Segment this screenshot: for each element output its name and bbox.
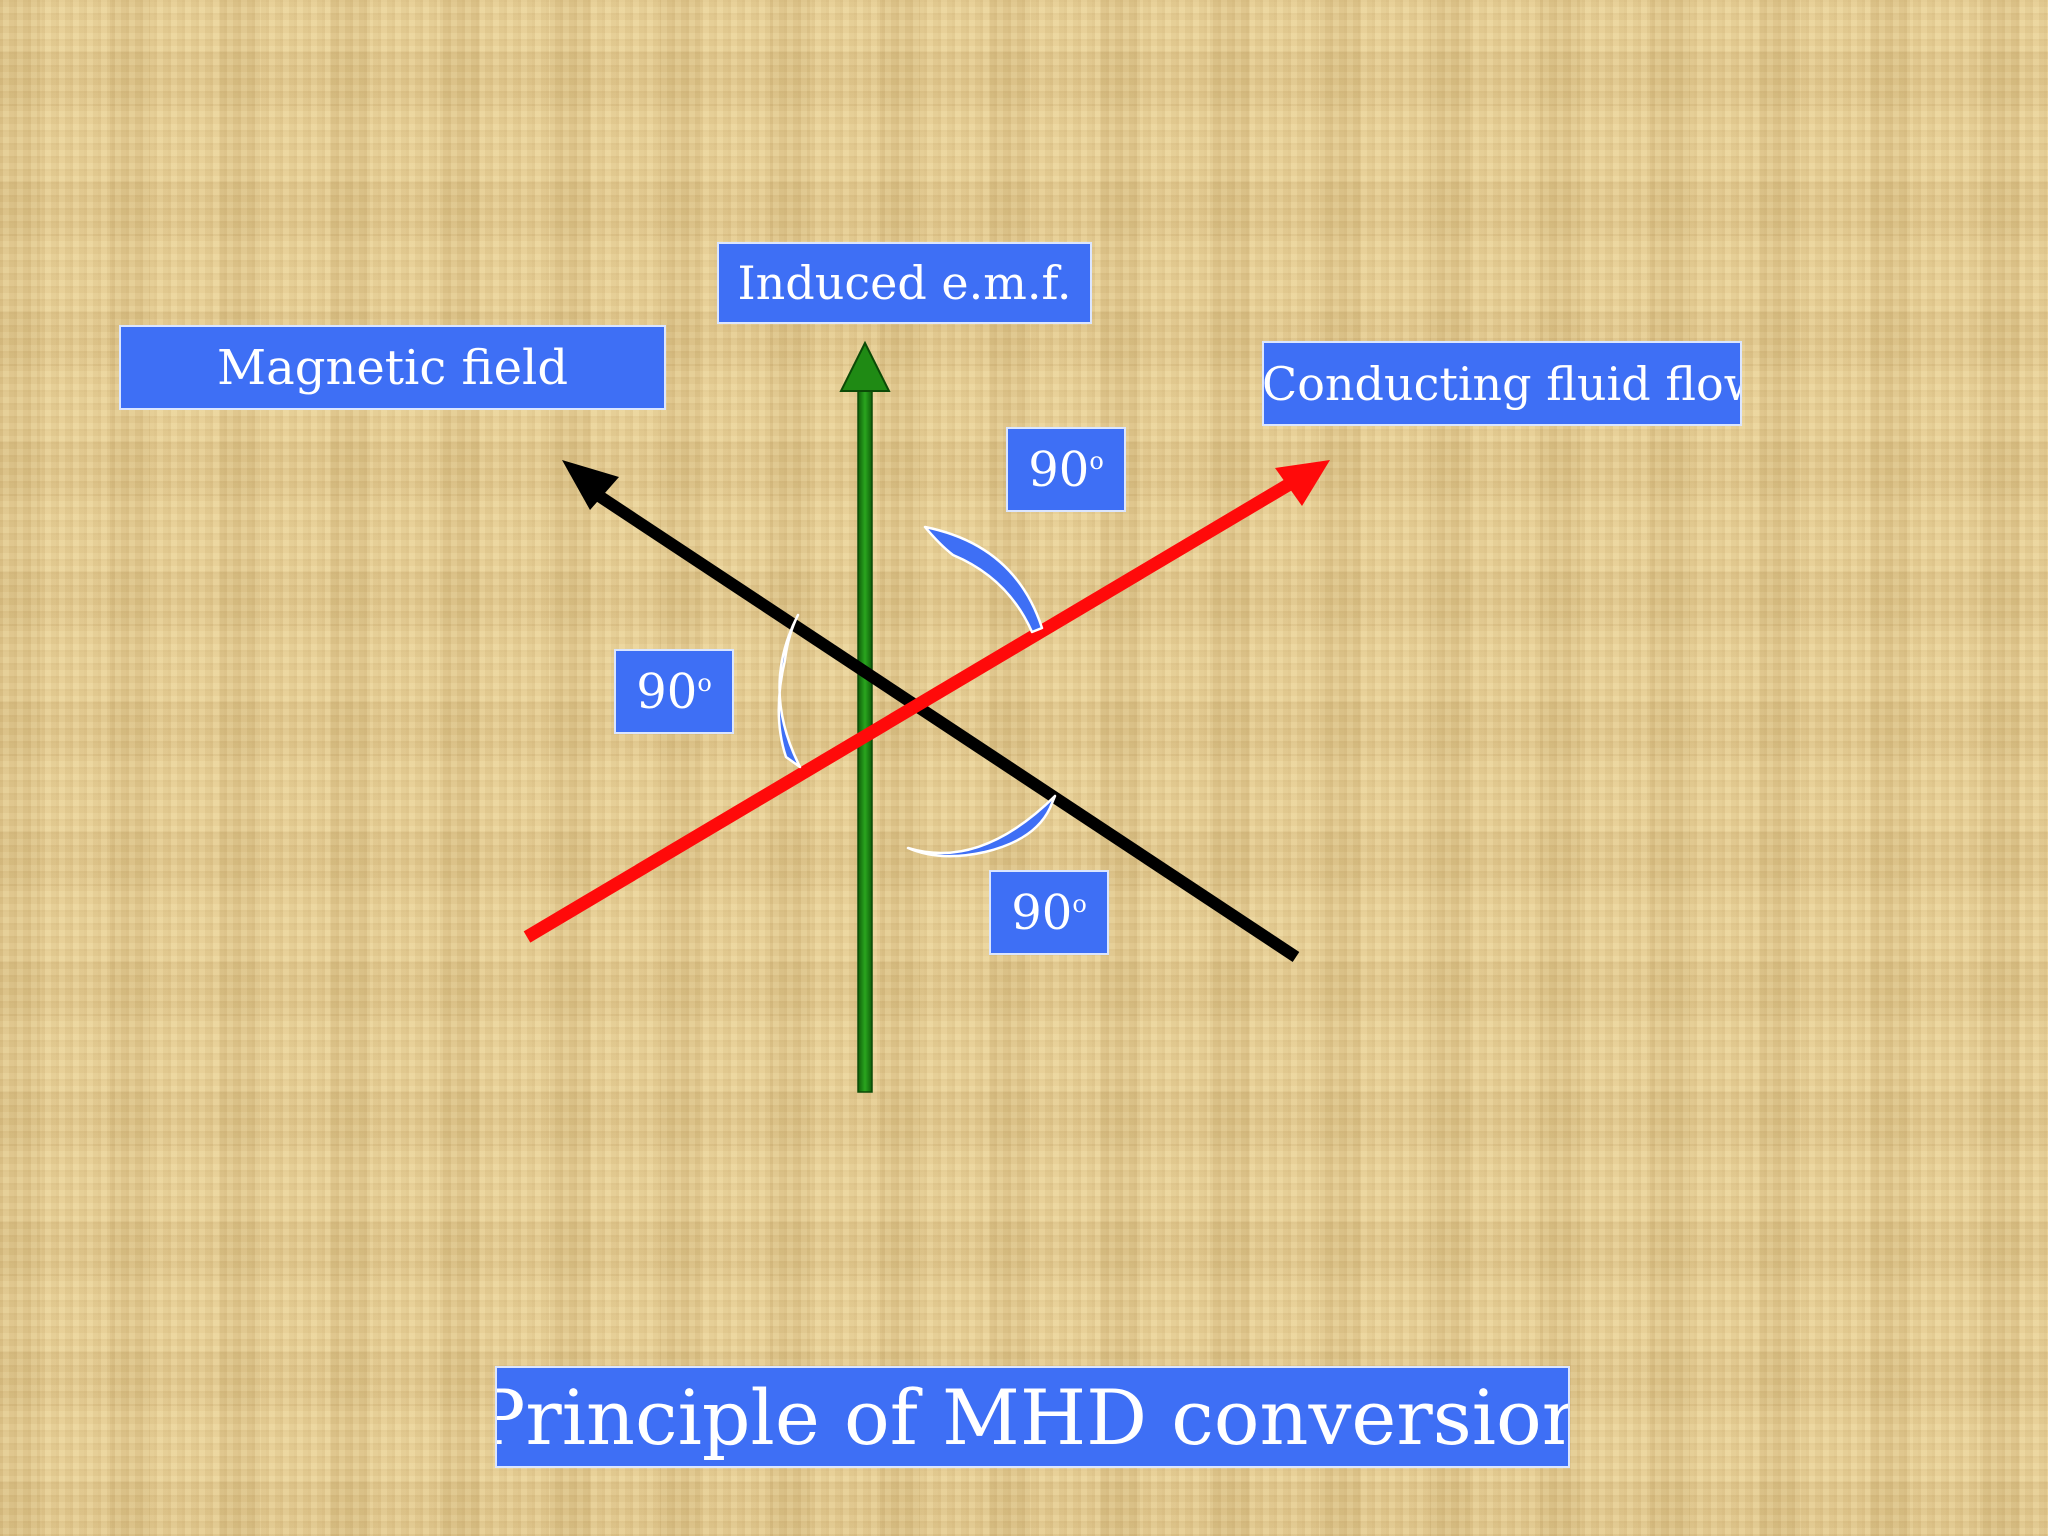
induced-emf-label: Induced e.m.f. xyxy=(717,242,1092,324)
magnetic-field-label-text: Magnetic field xyxy=(216,339,569,396)
conducting-fluid-flow-label-text: Conducting fluid flow xyxy=(1262,356,1742,411)
magnetic-field-arrow xyxy=(562,460,1300,963)
conducting-fluid-flow-label: Conducting fluid flow xyxy=(1262,341,1742,426)
induced-emf-label-text: Induced e.m.f. xyxy=(737,256,1072,310)
slide-title-text: Principle of MHD conversion xyxy=(495,1372,1570,1462)
degree-symbol: o xyxy=(1089,447,1104,476)
angle-arc-lower xyxy=(906,794,1057,858)
magnetic-field-label: Magnetic field xyxy=(119,325,666,410)
angle-value: 90 xyxy=(1011,884,1073,941)
degree-symbol: o xyxy=(1072,890,1087,919)
degree-symbol: o xyxy=(697,669,712,698)
slide-title: Principle of MHD conversion xyxy=(495,1366,1570,1468)
angle-value: 90 xyxy=(636,663,698,720)
angle-arc-left xyxy=(777,613,802,769)
angle-arc-upper xyxy=(923,525,1044,634)
fluid-flow-arrow xyxy=(523,460,1330,943)
angle-value: 90 xyxy=(1028,441,1090,498)
induced-emf-arrow xyxy=(839,340,891,1093)
